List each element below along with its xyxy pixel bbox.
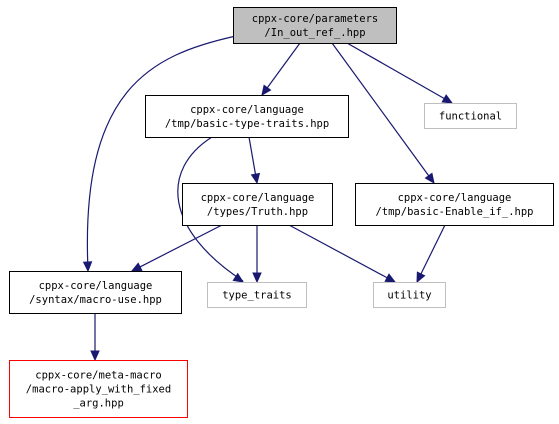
node-label-line: type_traits — [222, 290, 292, 302]
node-label-line: /tmp/basic-type-traits.hpp — [165, 118, 329, 130]
edge-truth-to-utility — [288, 224, 397, 283]
node-label-line: cppx-core/language — [398, 192, 512, 204]
edge-line — [346, 42, 445, 100]
node-type-traits[interactable]: type_traits — [207, 282, 307, 308]
arrowhead-icon — [252, 272, 262, 284]
arrowhead-icon — [130, 262, 143, 272]
node-box — [207, 282, 307, 308]
node-label-line: cppx-core/language — [190, 104, 304, 116]
node-label-line: cppx-core/language — [39, 280, 153, 292]
node-label-line: functional — [439, 111, 502, 123]
edge-root-to-basic_type_traits — [261, 42, 301, 96]
node-label-line: cppx-core/language — [201, 192, 315, 204]
edge-truth-to-type_traits — [252, 225, 262, 284]
edge-macro_use-to-macro_apply — [90, 313, 100, 362]
edge-line — [331, 42, 430, 177]
node-label-line: utility — [387, 290, 431, 302]
arrowhead-icon — [424, 172, 435, 184]
edge-line — [86, 35, 237, 271]
node-label-line: cppx-core/parameters — [252, 13, 378, 25]
node-box — [373, 282, 446, 308]
node-box — [145, 95, 349, 138]
node-box — [424, 103, 517, 129]
edge-line — [139, 224, 223, 268]
node-functional[interactable]: functional — [424, 103, 517, 129]
edge-root-to-macro_use — [82, 35, 237, 273]
arrowhead-icon — [250, 172, 261, 185]
node-label-line: cppx-core/meta-macro — [35, 370, 161, 382]
node-label-line: _arg.hpp — [73, 398, 124, 410]
edge-line — [177, 136, 244, 282]
node-box — [233, 7, 397, 44]
node-macro-use[interactable]: cppx-core/language/syntax/macro-use.hpp — [9, 271, 182, 314]
edge-line — [266, 42, 301, 89]
arrowhead-icon — [384, 273, 397, 283]
node-truth[interactable]: cppx-core/language/types/Truth.hpp — [182, 183, 333, 226]
edge-line — [288, 224, 388, 279]
node-root[interactable]: cppx-core/parameters/In_out_ref_.hpp — [233, 7, 397, 44]
arrowhead-icon — [441, 94, 454, 104]
node-label-line: /tmp/basic-Enable_if_.hpp — [375, 206, 533, 218]
node-enable-if[interactable]: cppx-core/language/tmp/basic-Enable_if_.… — [355, 183, 554, 226]
node-label-line: /syntax/macro-use.hpp — [29, 294, 162, 306]
arrowhead-icon — [416, 271, 426, 284]
node-label-line: /macro-apply_with_fixed — [26, 384, 171, 396]
node-basic-type-traits[interactable]: cppx-core/language/tmp/basic-type-traits… — [145, 95, 349, 138]
node-label-line: /In_out_ref_.hpp — [264, 27, 365, 39]
edge-root-to-enable_if — [331, 42, 435, 184]
edge-enable_if-to-utility — [416, 224, 446, 284]
arrowhead-icon — [261, 84, 272, 96]
arrowhead-icon — [232, 272, 245, 283]
node-box — [182, 183, 333, 226]
node-box — [9, 271, 182, 314]
nodes-layer: cppx-core/parameters/In_out_ref_.hppcppx… — [9, 7, 554, 418]
node-box — [355, 183, 554, 226]
edge-line — [420, 224, 446, 275]
arrowhead-icon — [90, 350, 100, 362]
node-utility[interactable]: utility — [373, 282, 446, 308]
arrowhead-icon — [82, 261, 93, 273]
node-box — [9, 360, 188, 418]
edge-root-to-functional — [346, 42, 454, 104]
edge-basic_type_traits-to-type_traits — [177, 136, 245, 283]
node-label-line: /types/Truth.hpp — [207, 206, 308, 218]
edge-line — [248, 136, 257, 175]
node-macro-apply[interactable]: cppx-core/meta-macro/macro-apply_with_fi… — [9, 360, 188, 418]
edges-layer — [82, 35, 454, 362]
edge-basic_type_traits-to-truth — [248, 136, 261, 185]
edge-truth-to-macro_use — [130, 224, 223, 272]
